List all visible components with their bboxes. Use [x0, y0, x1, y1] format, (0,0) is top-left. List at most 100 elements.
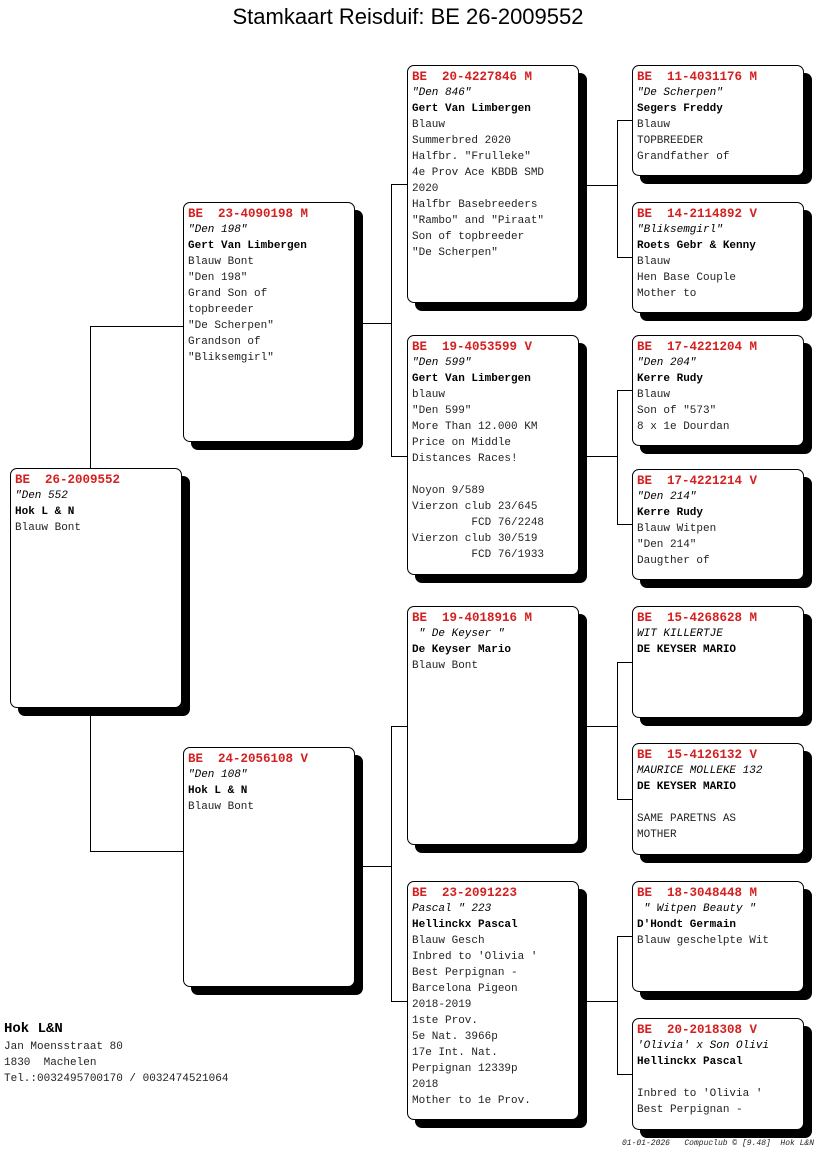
info-line: "De Scherpen" — [412, 247, 498, 259]
connector-line — [580, 1001, 617, 1002]
connector-line — [580, 726, 617, 727]
info-line: Summerbred 2020 — [412, 135, 512, 147]
ring-number: BE 19-4053599 V — [412, 340, 533, 354]
ring-number: BE 15-4268628 M — [637, 611, 758, 625]
info-line: More Than 12.000 KM — [412, 421, 538, 433]
connector-line — [617, 662, 632, 663]
info-line: Mother to — [637, 288, 697, 300]
info-line: Blauw Bont — [15, 522, 82, 534]
info-line: Halfbr. "Frulleke" — [412, 151, 531, 163]
pigeon-name: "Den 599" — [412, 357, 472, 369]
info-line — [637, 795, 803, 811]
breeder-name: D'Hondt Germain — [637, 919, 737, 931]
info-line: Blauw geschelpte Wit — [637, 935, 770, 947]
info-line: Grand Son of — [188, 288, 268, 300]
breeder-name: Hok L & N — [15, 506, 75, 518]
info-line: "De Scherpen" — [188, 320, 274, 332]
pigeon-card-dd-sire: BE 18-3048448 M " Witpen Beauty "D'Hondt… — [632, 881, 804, 992]
info-line: Blauw Bont — [412, 660, 479, 672]
ring-number: BE 19-4018916 M — [412, 611, 533, 625]
connector-line — [617, 799, 632, 800]
connector-line — [617, 1074, 632, 1075]
connector-line — [617, 120, 632, 121]
breeder-name: DE KEYSER MARIO — [637, 644, 737, 656]
ring-number: BE 23-2091223 — [412, 886, 518, 900]
info-line: Hen Base Couple — [637, 272, 737, 284]
pigeon-name: "Den 552 — [15, 490, 68, 502]
info-line: 5e Nat. 3966p — [412, 1031, 498, 1043]
pigeon-name: " Witpen Beauty " — [637, 903, 756, 915]
owner-phone: Tel.:0032495700170 / 0032474521064 — [4, 1073, 229, 1085]
info-line: Blauw Bont — [188, 256, 255, 268]
info-line: Grandfather of — [637, 151, 730, 163]
pigeon-card-ss-dam: BE 14-2114892 V"Bliksemgirl"Roets Gebr &… — [632, 202, 804, 313]
pigeon-name: "Bliksemgirl" — [637, 224, 723, 236]
info-line: Price on Middle — [412, 437, 512, 449]
pigeon-name: "Den 214" — [637, 491, 697, 503]
pigeon-card-ss-sire: BE 11-4031176 M"De Scherpen"Segers Fredd… — [632, 65, 804, 176]
info-line: Blauw — [637, 119, 671, 131]
breeder-name: Hok L & N — [188, 785, 248, 797]
info-line: Best Perpignan - — [637, 1104, 743, 1116]
connector-line — [90, 326, 91, 468]
info-line: 2020 — [412, 183, 439, 195]
info-line: Son of "573" — [637, 405, 717, 417]
breeder-name: Kerre Rudy — [637, 373, 704, 385]
info-line: Blauw Gesch — [412, 935, 485, 947]
breeder-name: Hellinckx Pascal — [412, 919, 518, 931]
connector-line — [391, 456, 407, 457]
connector-line — [580, 185, 617, 186]
info-line: Inbred to 'Olivia ' — [637, 1088, 763, 1100]
info-line: Son of topbreeder — [412, 231, 525, 243]
ring-number: BE 17-4221204 M — [637, 340, 758, 354]
info-line: "Den 599" — [412, 405, 472, 417]
pigeon-card-ds-sire: BE 15-4268628 M WIT KILLERTJE DE KEYSER MA… — [632, 606, 804, 718]
info-line: Blauw — [637, 389, 671, 401]
breeder-name: Roets Gebr & Kenny — [637, 240, 756, 252]
info-line: 2018-2019 — [412, 999, 472, 1011]
connector-line — [617, 524, 632, 525]
info-line: 4e Prov Ace KBDB SMD — [412, 167, 545, 179]
connector-line — [356, 866, 391, 867]
info-line: 17e Int. Nat. — [412, 1047, 498, 1059]
footer-credit: 01-01-2026 Compuclub © [9.48] Hok L&N — [621, 1139, 814, 1148]
connector-line — [617, 936, 632, 937]
info-line: Blauw — [412, 119, 446, 131]
pigeon-name: 'Olivia' x Son Olivi — [637, 1040, 770, 1052]
info-line: "Den 198" — [188, 272, 248, 284]
info-line: Vierzon club 30/519 — [412, 533, 538, 545]
connector-line — [617, 662, 618, 799]
connector-line — [617, 120, 618, 257]
ring-number: BE 11-4031176 M — [637, 70, 758, 84]
pigeon-card-sire: BE 23-4090198 M"Den 198"Gert Van Limberg… — [183, 202, 355, 442]
connector-line — [356, 323, 391, 324]
breeder-name: De Keyser Mario — [412, 644, 512, 656]
pigeon-card-sire-sire: BE 20-4227846 M"Den 846"Gert Van Limberg… — [407, 65, 579, 303]
connector-line — [617, 390, 632, 391]
connector-line — [617, 936, 618, 1074]
connector-line — [391, 184, 392, 456]
pigeon-name: "Den 204" — [637, 357, 697, 369]
pigeon-name: " De Keyser " — [412, 628, 505, 640]
pigeon-name: WIT KILLERTJE — [637, 628, 723, 640]
ring-number: BE 20-2018308 V — [637, 1023, 758, 1037]
pigeon-card-dam-sire: BE 19-4018916 M " De Keyser " De Keyser M… — [407, 606, 579, 845]
ring-number: BE 15-4126132 V — [637, 748, 758, 762]
breeder-name: Gert Van Limbergen — [412, 103, 531, 115]
info-line: FCD 76/2248 — [412, 517, 545, 529]
connector-line — [90, 708, 91, 851]
connector-line — [391, 726, 392, 1001]
connector-line — [391, 726, 407, 727]
info-line: Perpignan 12339p — [412, 1063, 518, 1075]
ring-number: BE 26-2009552 — [15, 473, 121, 487]
info-line: SAME PARETNS AS — [637, 813, 737, 825]
info-line: Best Perpignan - — [412, 967, 518, 979]
connector-line — [580, 456, 617, 457]
info-line: "Rambo" and "Piraat" — [412, 215, 545, 227]
